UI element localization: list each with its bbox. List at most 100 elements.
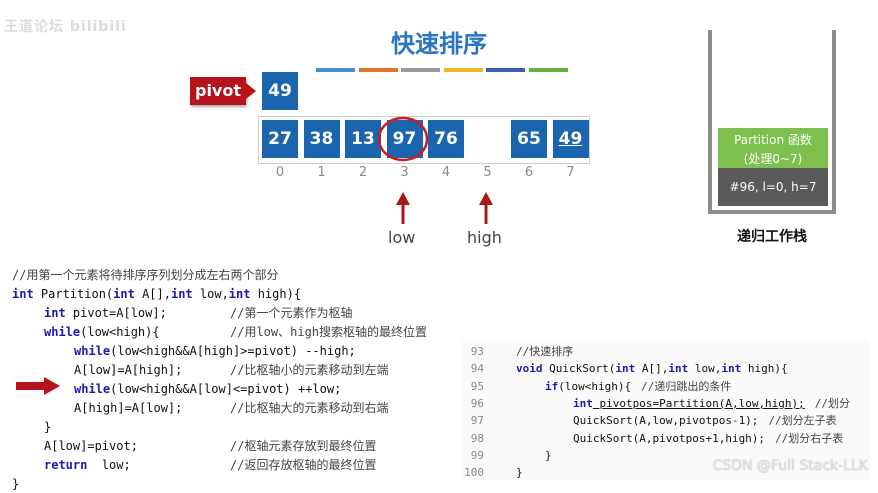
line-number: 96 xyxy=(470,396,484,410)
code-comment: //划分 xyxy=(814,396,851,410)
stack-frame-title: Partition 函数 xyxy=(734,133,812,147)
code-keyword: if xyxy=(545,379,559,393)
code-line: A[low]=A[high]; xyxy=(74,361,182,379)
highlight-circle xyxy=(377,116,429,162)
code-text: A[], xyxy=(134,287,171,301)
code-text: A[], xyxy=(635,362,669,376)
code-keyword: int xyxy=(615,362,636,376)
array-cell: 49 xyxy=(552,120,589,158)
code-comment: //用low、high搜索枢轴的最终位置 xyxy=(230,325,428,339)
code-line: QuickSort(A,pivotpos+1,high);//划分右子表 xyxy=(573,430,843,447)
code-comment: //返回存放枢轴的最终位置 xyxy=(230,458,377,472)
code-keyword: return xyxy=(44,458,88,472)
code-keyword: int xyxy=(721,362,742,376)
code-text: } xyxy=(545,448,552,462)
code-text: QuickSort(A,pivotpos+1,high); xyxy=(573,431,766,445)
array-cell: 65 xyxy=(511,120,547,158)
line-number: 93 xyxy=(470,345,484,358)
color-bar xyxy=(443,68,483,72)
array-cell: 97 xyxy=(386,120,423,158)
page-title: 快速排序 xyxy=(391,30,487,58)
code-keyword: void xyxy=(516,362,543,376)
color-bar xyxy=(486,68,525,72)
code-text: QuickSort( xyxy=(542,362,616,376)
array-index: 0 xyxy=(275,165,285,180)
code-text: QuickSort(A,low,pivotpos-1); xyxy=(573,414,759,428)
color-bar xyxy=(358,68,398,72)
code-line: } xyxy=(44,418,51,436)
stack-caption: 递归工作栈 xyxy=(737,229,807,245)
array-index: 4 xyxy=(441,165,451,180)
pivot-label: pivot xyxy=(190,77,256,105)
code-text: high){ xyxy=(741,362,788,376)
stack-frame-quicksort: #96, l=0, h=7 xyxy=(718,168,828,206)
csdn-watermark: CSDN @Full Stack-LLK xyxy=(712,458,868,474)
code-keyword: int xyxy=(573,396,593,410)
array-index: 2 xyxy=(358,165,368,180)
code-line: //快速排序 xyxy=(516,343,573,360)
code-keyword: int xyxy=(228,287,251,301)
code-text: pivot=A[low]; xyxy=(65,306,167,320)
low-arrow-icon xyxy=(396,192,410,224)
array-index: 7 xyxy=(566,165,575,180)
code-text: (low<high&&A[low]<=pivot) ++low; xyxy=(110,382,342,396)
line-number: 99 xyxy=(470,448,484,462)
code-text: (low<high){ xyxy=(80,325,160,339)
code-text: (low<high){ xyxy=(558,379,632,393)
code-keyword: int xyxy=(170,287,193,301)
code-text: } xyxy=(44,420,52,434)
color-bar xyxy=(401,68,440,72)
code-text: A[high]=A[low]; xyxy=(74,401,183,415)
code-keyword: while xyxy=(74,344,111,358)
code-comment: //第一个元素作为枢轴 xyxy=(230,306,353,320)
code-line: A[low]=pivot; xyxy=(44,437,138,455)
code-line: void QuickSort(int A[],int low,int high)… xyxy=(516,360,788,377)
array-cell: 38 xyxy=(303,120,340,158)
code-text: (low<high&&A[high]>=pivot) --high; xyxy=(110,344,356,358)
color-bar xyxy=(528,68,568,72)
current-line-arrow-icon xyxy=(16,377,60,395)
array-cell: 76 xyxy=(428,120,464,158)
code-line: if(low<high){ //递归跳出的条件 xyxy=(545,378,731,395)
array-cell: 13 xyxy=(345,120,381,158)
code-line: } xyxy=(516,464,523,481)
code-keyword: int xyxy=(12,287,34,301)
code-line: int pivotpos=Partition(A,low,high); //划分 xyxy=(573,395,850,412)
array-cell: 27 xyxy=(262,120,298,158)
code-text: A[low]=A[high]; xyxy=(74,363,183,377)
low-pointer-label: low xyxy=(388,228,416,247)
code-line: int pivot=A[low]; xyxy=(44,304,167,322)
code-text: low, xyxy=(688,362,722,376)
stack-frame-range: (处理0~7) xyxy=(743,152,803,166)
code-text: low; xyxy=(87,458,131,472)
line-number: 100 xyxy=(464,466,484,480)
color-bar xyxy=(316,68,355,72)
code-line: while(low<high&&A[low]<=pivot) ++low; xyxy=(74,380,341,398)
code-text: } xyxy=(12,477,20,491)
quicksort-code-panel xyxy=(462,340,870,480)
code-line: } xyxy=(12,475,19,493)
code-text: //快速排序 xyxy=(516,345,574,358)
watermark-logo: 王道论坛 bilibili xyxy=(4,19,127,35)
code-line: while(low<high){ xyxy=(44,323,160,341)
recursion-stack xyxy=(708,30,836,214)
code-line: QuickSort(A,low,pivotpos-1);//划分左子表 xyxy=(573,412,837,429)
pivot-cell: 49 xyxy=(262,72,298,110)
line-number: 97 xyxy=(470,414,484,428)
code-text: pivotpos=Partition(A,low,high); xyxy=(592,396,805,410)
code-text: A[low]=pivot; xyxy=(44,439,138,453)
code-comment: //递归跳出的条件 xyxy=(641,379,732,393)
code-comment: //比枢轴小的元素移动到左端 xyxy=(230,363,389,377)
code-line: while(low<high&&A[high]>=pivot) --high; xyxy=(74,342,356,360)
code-keyword: int xyxy=(44,306,66,320)
code-keyword: int xyxy=(113,287,135,301)
code-comment: //比枢轴大的元素移动到右端 xyxy=(230,401,389,415)
code-keyword: while xyxy=(44,325,81,339)
high-pointer-label: high xyxy=(467,228,502,247)
code-text: } xyxy=(516,466,523,480)
code-comment: //枢轴元素存放到最终位置 xyxy=(230,439,377,453)
code-text: high){ xyxy=(250,287,302,301)
code-text: low, xyxy=(192,287,229,301)
code-line: A[high]=A[low]; xyxy=(74,399,182,417)
